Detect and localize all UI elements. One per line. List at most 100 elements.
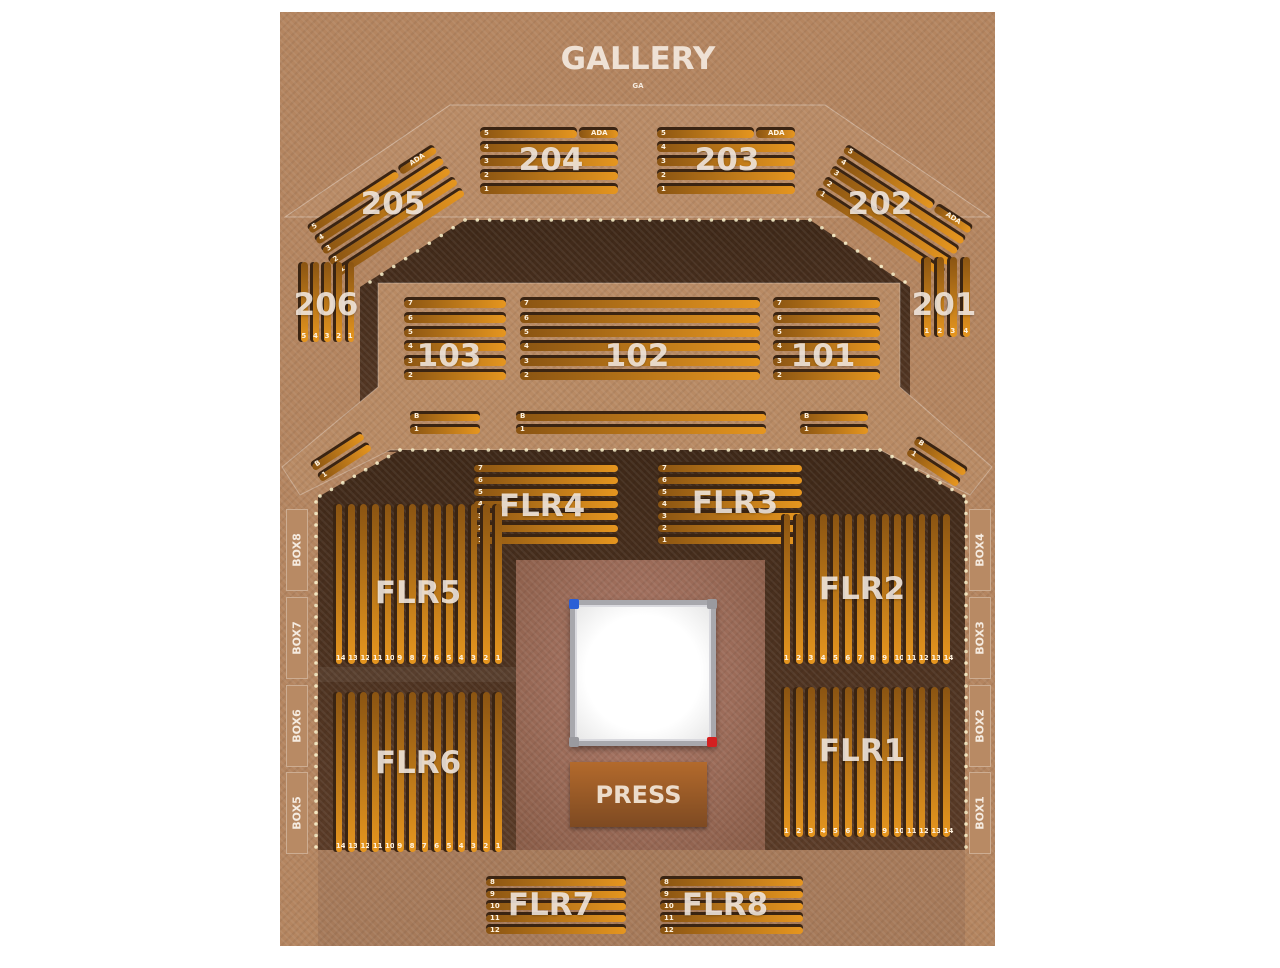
seat-row[interactable]: 5 [773,328,880,337]
seat-row[interactable]: 9 [396,504,404,664]
seat-row[interactable]: 11 [372,692,383,852]
seat-row[interactable]: 2 [404,371,506,380]
seat-row[interactable]: 3 [808,687,815,837]
seat-row[interactable]: 3 [470,504,478,664]
box-box6[interactable]: BOX6 [286,685,308,767]
box-box7[interactable]: BOX7 [286,597,308,679]
seat-row[interactable]: 6 [474,476,618,484]
seat-row[interactable]: 2 [482,504,490,664]
seat-row[interactable]: 13 [930,514,941,664]
seat-row[interactable]: 6 [520,314,760,323]
seat-row[interactable]: 1 [516,425,766,434]
seat-row[interactable]: 4 [773,342,880,352]
seat-row[interactable]: 6 [844,514,852,664]
seat-row[interactable]: 8 [409,504,416,664]
section-label[interactable]: 201 [911,287,977,323]
seat-row[interactable]: 8 [869,514,877,664]
seat-row[interactable]: 5 [832,514,840,664]
seat-row[interactable]: 7 [857,687,864,837]
seat-row[interactable]: 2 [482,692,490,852]
seat-row[interactable]: 8 [660,878,803,886]
seat-row[interactable]: 3 [658,512,802,520]
seat-row[interactable]: 4 [480,143,618,152]
press-section[interactable]: PRESS [570,762,707,827]
seat-row[interactable]: 3 [474,512,618,520]
seat-row[interactable]: 6 [404,314,506,323]
seat-row[interactable]: 11 [906,687,917,837]
seat-row[interactable]: 3 [949,257,957,337]
section-label[interactable]: 204 [518,142,584,178]
section-label[interactable]: FLR6 [374,745,462,781]
seat-row[interactable]: 9 [660,890,803,898]
section-label[interactable]: 203 [694,142,760,178]
seat-row[interactable]: 2 [657,171,795,180]
seat-row[interactable]: 5 [657,129,754,138]
seat-row[interactable]: 1 [474,536,618,544]
seat-row[interactable]: 4 [474,500,618,508]
seat-row[interactable]: 4 [820,687,828,837]
seat-row[interactable]: 1 [923,257,931,337]
seat-row[interactable]: 7 [404,299,506,309]
section-label[interactable]: 206 [293,287,359,323]
section-gallery-label[interactable]: GALLERY [560,41,716,77]
seat-row[interactable]: 7 [857,514,864,664]
seat-row[interactable]: B [516,412,766,421]
seat-row[interactable]: 12 [360,692,370,852]
seat-row[interactable]: 9 [881,687,889,837]
seat-row[interactable]: 7 [773,299,880,309]
seat-row[interactable]: 14 [943,514,953,664]
seat-row[interactable]: 9 [396,692,404,852]
seat-row[interactable]: 2 [480,171,618,180]
box-box2[interactable]: BOX2 [969,685,991,767]
seat-row[interactable]: 3 [404,357,506,366]
seat-row[interactable]: 2 [336,262,343,342]
seat-row[interactable]: 3 [470,692,478,852]
seat-row[interactable]: 4 [658,500,802,508]
seat-row[interactable]: 2 [795,514,803,664]
section-label[interactable]: 202 [847,186,913,222]
seat-row[interactable]: 1 [658,536,802,544]
box-box5[interactable]: BOX5 [286,772,308,854]
seat-row[interactable]: 4 [657,143,795,152]
seat-row[interactable]: 1 [657,185,795,194]
seat-row[interactable]: 4 [312,262,320,342]
seat-row[interactable]: 5 [658,488,802,496]
seat-row[interactable]: 5 [520,328,760,337]
seat-row[interactable]: 4 [820,514,828,664]
box-box8[interactable]: BOX8 [286,509,308,591]
seat-row[interactable]: 1 [347,262,354,342]
seat-row[interactable]: 2 [936,257,944,337]
seat-row[interactable]: 12 [918,687,929,837]
seat-row[interactable]: 7 [474,464,618,472]
seat-row[interactable]: 10 [894,687,904,837]
seat-row[interactable]: 5 [480,129,577,138]
box-box3[interactable]: BOX3 [969,597,991,679]
seat-row[interactable]: 1 [495,504,502,664]
seat-row[interactable]: 10 [894,514,904,664]
seat-row[interactable]: 8 [409,692,416,852]
seat-row[interactable]: 1 [800,425,868,434]
seat-row[interactable]: 1 [783,687,791,837]
section-label[interactable]: FLR1 [818,733,906,769]
seat-row[interactable]: 5 [474,488,618,496]
seat-row[interactable]: 1 [495,692,502,852]
seat-row[interactable]: B [800,412,868,421]
seat-row[interactable]: 14 [335,692,346,852]
section-label[interactable]: FLR8 [681,887,769,923]
seat-row[interactable]: 11 [372,504,383,664]
seat-row[interactable]: 4 [458,504,466,664]
seat-row[interactable]: 6 [433,504,441,664]
section-label[interactable]: FLR3 [691,485,779,521]
